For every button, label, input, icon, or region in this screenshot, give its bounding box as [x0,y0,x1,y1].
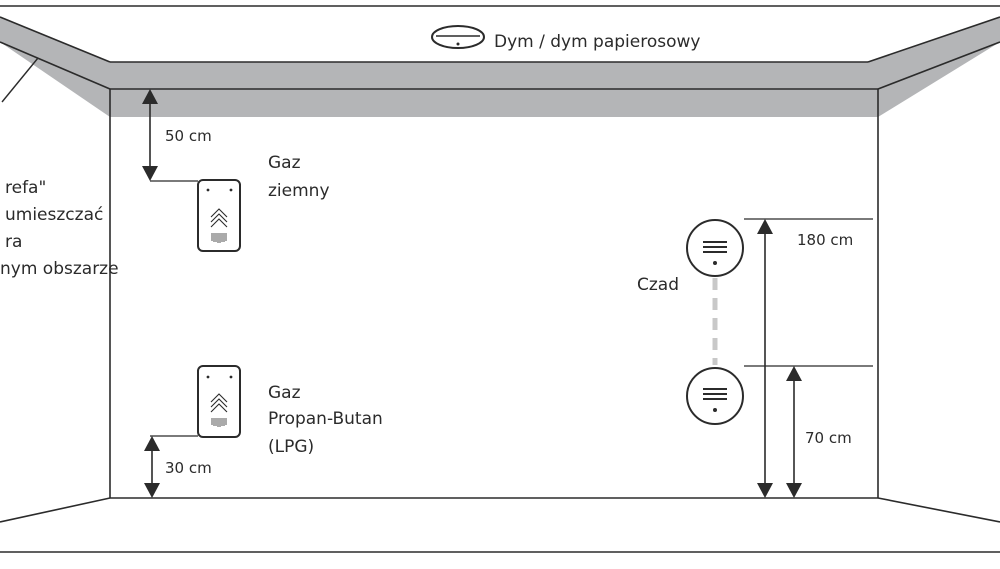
note-line-3: ra [5,232,22,252]
note-line-4: nym obszarze [0,259,119,279]
note-pointer-line [1,57,39,103]
co-max-label: 180 cm [797,231,853,249]
lpg-label-2: Propan-Butan [268,409,383,429]
natural-gas-label-2: ziemny [268,181,330,201]
room-outline [0,5,1000,553]
lpg-distance-label: 30 cm [165,459,212,477]
note-line-2: umieszczać [5,205,103,225]
note-line-1: refa" [5,178,46,198]
ceiling-band [0,17,1000,117]
smoke-label: Dym / dym papierosowy [494,32,700,52]
zone-note: refa" umieszczać ra nym obszarze [0,178,119,279]
lpg-detector-icon [197,365,241,438]
co-min-dimension [744,365,873,498]
ceiling-smoke-detector-icon [431,25,485,49]
natural-gas-distance-label: 50 cm [165,127,212,145]
lpg-dimension [144,435,198,498]
natural-gas-dimension [142,89,198,182]
natural-gas-label-1: Gaz [268,153,301,173]
co-label: Czad [637,275,679,295]
co-max-dimension [744,218,873,498]
lpg-label-3: (LPG) [268,437,314,457]
co-min-label: 70 cm [805,429,852,447]
lpg-label-1: Gaz [268,383,301,403]
co-detector-icon-lower [686,367,744,425]
co-detector-icon-upper [686,219,744,277]
gas-detector-icon [197,179,241,252]
